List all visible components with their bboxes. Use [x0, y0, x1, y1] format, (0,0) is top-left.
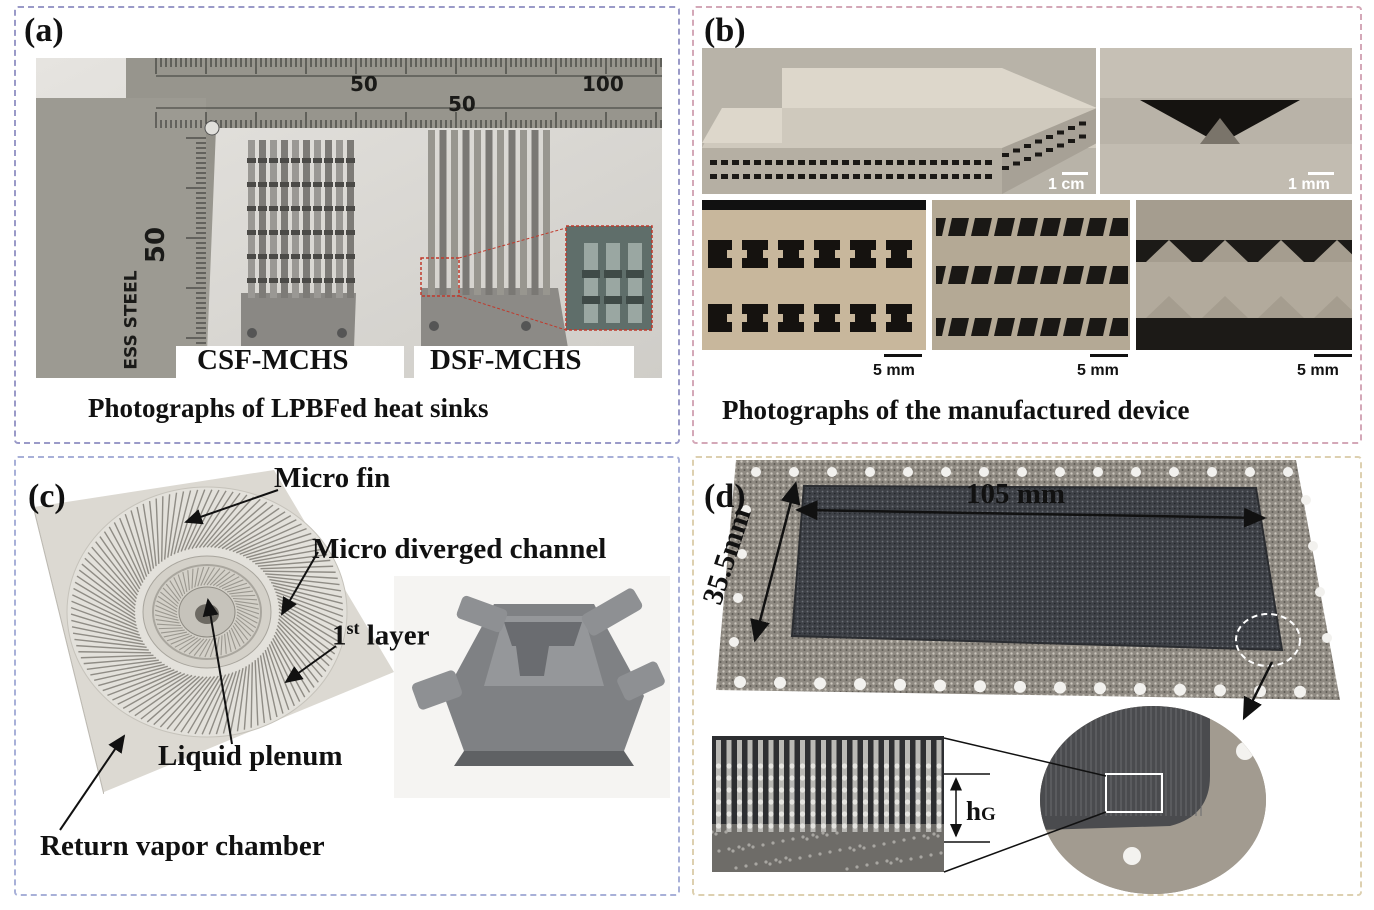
scale-5mm-label-2: 5 mm [1077, 362, 1119, 379]
panel-b-caption: Photographs of the manufactured device [722, 395, 1190, 425]
first-layer-text: layer [359, 619, 430, 652]
micro-fin-label: Micro fin [274, 462, 391, 494]
scale-1cm-bar [1062, 172, 1088, 175]
first-layer-number: 1 [332, 619, 347, 652]
panel-d [692, 456, 1362, 896]
corner-zoom-photo [1040, 706, 1266, 894]
panel-a [14, 6, 680, 444]
scale-5mm-label-1: 5 mm [873, 362, 915, 379]
panel-c [14, 456, 680, 896]
triangle-rows-photo [1136, 200, 1352, 350]
triangle-channel-photo [1100, 48, 1352, 194]
panel-d-label: (d) [704, 478, 746, 515]
liquid-plenum-label: Liquid plenum [158, 740, 343, 772]
first-layer-label: 1st layer [332, 618, 430, 653]
heat-sinks-photo-drawing [36, 58, 662, 378]
panel-b-label: (b) [704, 12, 746, 49]
scale-1mm-bar [1308, 172, 1334, 175]
scale-1mm-label: 1 mm [1288, 176, 1330, 193]
first-layer-superscript: st [346, 618, 360, 638]
micro-groove-photo [712, 736, 944, 872]
ruler-top-50: 50 [350, 72, 378, 96]
micro-diverged-channel-label: Micro diverged channel [312, 533, 607, 565]
panel-a-caption: Photographs of LPBFed heat sinks [88, 393, 489, 423]
dsf-mchs-label: DSF-MCHS [430, 344, 582, 376]
scale-1cm-label: 1 cm [1048, 176, 1085, 193]
groove-height-symbol: h [966, 796, 982, 826]
panel-a-photo [36, 58, 662, 378]
ruler-left-text: ESS STEEL [121, 270, 142, 370]
ruler-left-50: 50 [141, 226, 172, 264]
ruler-second-50: 50 [448, 92, 476, 116]
scale-5mm-bar-2 [1090, 354, 1128, 357]
groove-height-label: hG [966, 796, 996, 827]
scale-5mm-label-3: 5 mm [1297, 362, 1339, 379]
z-slots-photo [932, 200, 1130, 350]
device-housing-photo [394, 576, 670, 798]
groove-height-subscript: G [981, 804, 996, 825]
device-overview-photo [702, 48, 1096, 194]
panel-c-arrows [59, 489, 337, 831]
csf-mchs-label: CSF-MCHS [197, 344, 349, 376]
ruler-top-100: 100 [582, 72, 624, 96]
return-vapor-chamber-label: Return vapor chamber [40, 830, 325, 862]
rect-slots-photo [702, 200, 926, 350]
scale-5mm-bar-3 [1314, 354, 1352, 357]
panel-c-label: (c) [28, 478, 66, 515]
scale-5mm-bar-1 [884, 354, 922, 357]
panel-b [692, 6, 1362, 444]
width-dimension-label: 105 mm [966, 478, 1066, 510]
panel-a-label: (a) [24, 12, 64, 49]
